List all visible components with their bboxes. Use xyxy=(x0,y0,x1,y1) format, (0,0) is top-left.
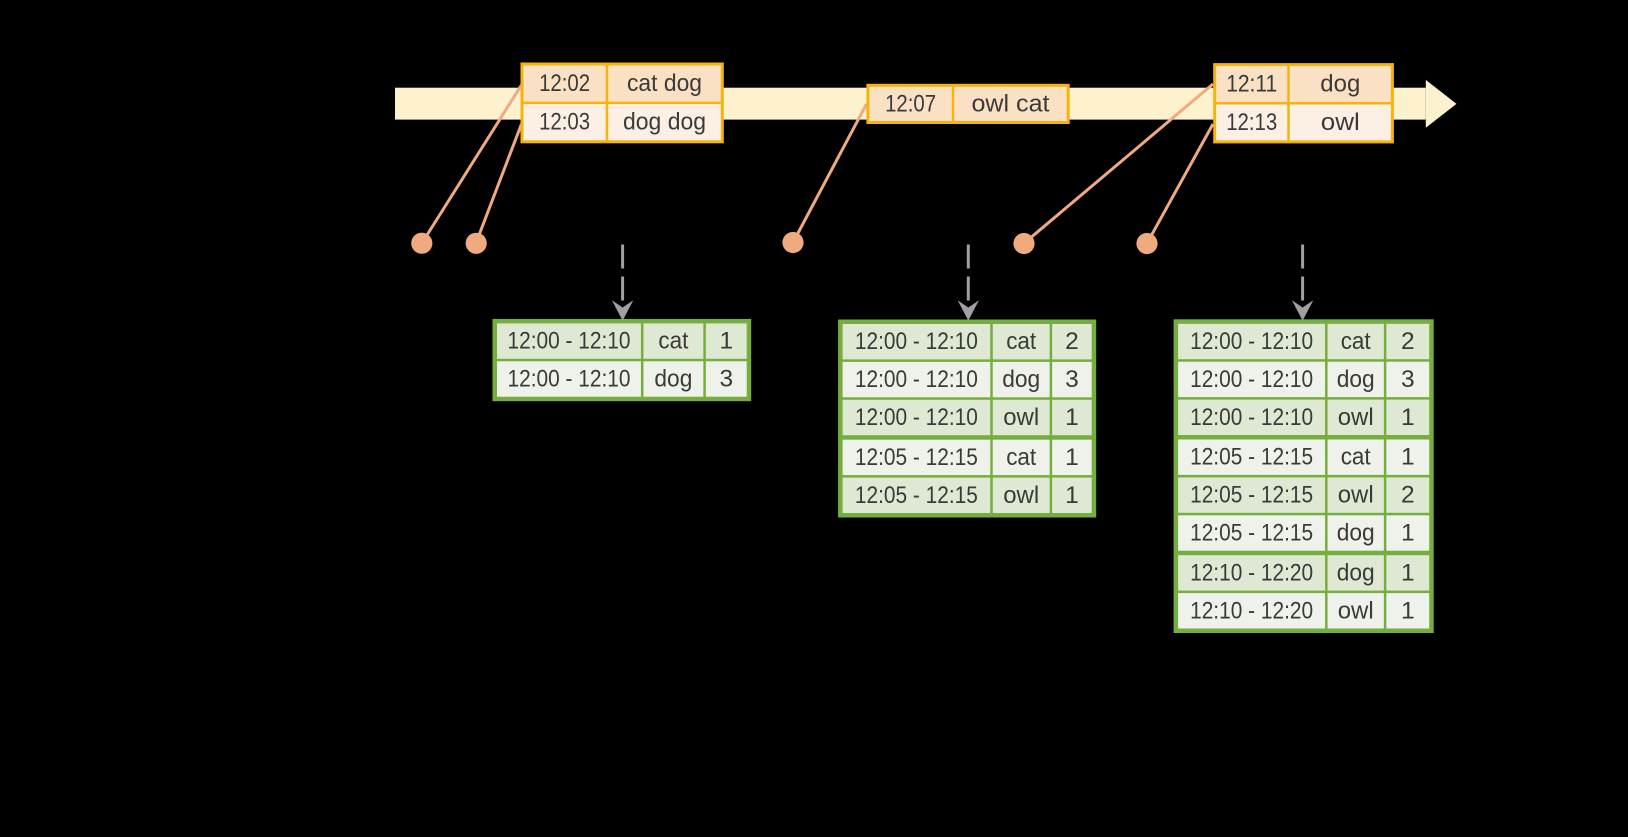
svg-text:cat dog: cat dog xyxy=(627,70,702,97)
svg-text:cat: cat xyxy=(1006,328,1036,355)
svg-text:2: 2 xyxy=(1401,328,1415,355)
svg-text:2: 2 xyxy=(1065,328,1079,355)
svg-text:1: 1 xyxy=(1065,444,1079,471)
svg-text:dog: dog xyxy=(1337,366,1375,393)
svg-text:owl cat: owl cat xyxy=(972,90,1050,117)
svg-text:12:05 - 12:15: 12:05 - 12:15 xyxy=(1190,482,1313,509)
svg-text:12:10 - 12:20: 12:10 - 12:20 xyxy=(1190,559,1313,586)
svg-text:12:07: 12:07 xyxy=(885,90,936,117)
svg-text:owl: owl xyxy=(1338,482,1374,509)
svg-text:1: 1 xyxy=(1401,444,1415,471)
svg-text:1: 1 xyxy=(1065,404,1079,431)
svg-text:12:00 - 12:10: 12:00 - 12:10 xyxy=(1190,366,1313,393)
svg-text:12:00 - 12:10: 12:00 - 12:10 xyxy=(855,366,978,393)
svg-text:12:11: 12:11 xyxy=(1226,71,1277,98)
svg-text:cat: cat xyxy=(1006,444,1036,471)
svg-text:12:00 - 12:10: 12:00 - 12:10 xyxy=(855,328,978,355)
svg-text:3: 3 xyxy=(1065,366,1079,393)
svg-text:owl: owl xyxy=(1338,404,1374,431)
svg-text:12:00 - 12:10: 12:00 - 12:10 xyxy=(855,404,978,431)
svg-text:1: 1 xyxy=(1401,404,1415,431)
svg-text:1: 1 xyxy=(1401,597,1415,624)
svg-text:dog: dog xyxy=(654,366,692,393)
svg-text:dog: dog xyxy=(1002,366,1040,393)
svg-text:cat: cat xyxy=(1341,328,1371,355)
svg-text:1: 1 xyxy=(1401,520,1415,547)
svg-text:owl: owl xyxy=(1003,482,1039,509)
svg-text:dog: dog xyxy=(1337,520,1375,547)
svg-text:12:02: 12:02 xyxy=(539,70,590,97)
svg-text:3: 3 xyxy=(719,366,733,393)
svg-text:12:00 - 12:10: 12:00 - 12:10 xyxy=(1190,328,1313,355)
svg-text:12:10 - 12:20: 12:10 - 12:20 xyxy=(1190,597,1313,624)
svg-text:12:05 - 12:15: 12:05 - 12:15 xyxy=(1190,520,1313,547)
svg-text:12:00 - 12:10: 12:00 - 12:10 xyxy=(1190,404,1313,431)
svg-text:1: 1 xyxy=(719,328,733,355)
svg-text:2: 2 xyxy=(1401,482,1415,509)
svg-text:dog: dog xyxy=(1320,71,1360,98)
svg-text:cat: cat xyxy=(1341,444,1371,471)
svg-text:1: 1 xyxy=(1401,559,1415,586)
svg-text:12:00 - 12:10: 12:00 - 12:10 xyxy=(508,328,631,355)
svg-text:12:05 - 12:15: 12:05 - 12:15 xyxy=(855,444,978,471)
svg-text:owl: owl xyxy=(1003,404,1039,431)
svg-text:12:05 - 12:15: 12:05 - 12:15 xyxy=(855,482,978,509)
svg-text:cat: cat xyxy=(658,328,688,355)
svg-text:owl: owl xyxy=(1321,109,1360,136)
svg-text:12:03: 12:03 xyxy=(539,109,590,136)
svg-text:12:13: 12:13 xyxy=(1226,109,1277,136)
svg-text:12:00 - 12:10: 12:00 - 12:10 xyxy=(508,366,631,393)
svg-text:dog dog: dog dog xyxy=(623,109,706,136)
svg-text:1: 1 xyxy=(1065,482,1079,509)
svg-text:12:05 - 12:15: 12:05 - 12:15 xyxy=(1190,444,1313,471)
svg-text:3: 3 xyxy=(1401,366,1415,393)
svg-text:dog: dog xyxy=(1337,559,1375,586)
svg-text:owl: owl xyxy=(1338,597,1374,624)
